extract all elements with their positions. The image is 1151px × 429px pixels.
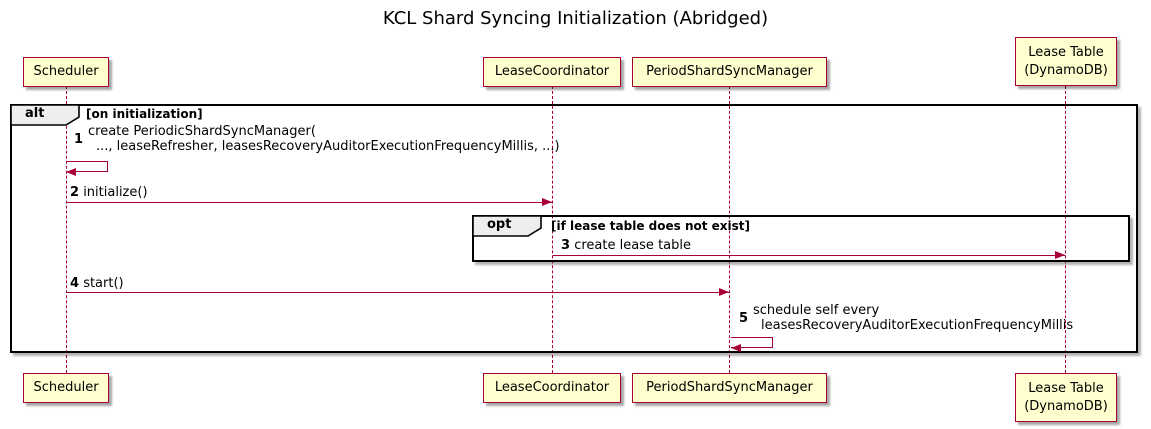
- participant-label: Lease Table: [1028, 44, 1104, 60]
- lifeline-period-shard-sync-manager: [729, 86, 730, 373]
- diagram-title: KCL Shard Syncing Initialization (Abridg…: [382, 8, 769, 29]
- opt-frame-keyword: opt: [487, 217, 512, 232]
- message-4-number: 4: [70, 276, 80, 291]
- message-3-text: 3 create lease table: [561, 238, 691, 253]
- message-5-line1: schedule self every: [753, 303, 880, 318]
- lifeline-scheduler: [65, 86, 67, 373]
- message-2-arrowhead: [542, 198, 552, 206]
- participant-sublabel: (DynamoDB): [1024, 62, 1108, 78]
- message-4-text: 4 start(): [70, 276, 124, 291]
- participant-label: Scheduler: [33, 64, 99, 80]
- message-1-number: 1: [74, 132, 84, 147]
- opt-frame: [472, 215, 1130, 262]
- alt-frame-pentagon: [11, 105, 80, 126]
- participant-label: Scheduler: [33, 380, 99, 396]
- participant-sublabel: (DynamoDB): [1024, 398, 1108, 414]
- message-5-line2: leasesRecoveryAuditorExecutionFrequencyM…: [761, 318, 1074, 333]
- participant-label: LeaseCoordinator: [494, 380, 610, 396]
- lifeline-lease-coordinator: [552, 86, 553, 373]
- message-5-number: 5: [739, 311, 749, 326]
- opt-frame-pentagon: [473, 216, 542, 237]
- participant-top-lease-table: Lease Table (DynamoDB): [1015, 37, 1117, 86]
- message-3-number: 3: [561, 238, 571, 253]
- message-1-arrowhead: [66, 167, 76, 176]
- message-3-arrowhead: [1055, 251, 1065, 259]
- message-4-line: [66, 292, 729, 293]
- participant-bottom-lease-coordinator: LeaseCoordinator: [483, 373, 621, 403]
- message-4-label: start(): [83, 276, 124, 291]
- participant-top-period-shard-sync-manager: PeriodShardSyncManager: [632, 57, 827, 87]
- participant-label: PeriodShardSyncManager: [646, 380, 813, 396]
- opt-frame-condition: [if lease table does not exist]: [551, 219, 751, 233]
- participant-bottom-scheduler: Scheduler: [23, 373, 109, 403]
- message-2-text: 2 initialize(): [70, 185, 148, 200]
- message-1-self-loop: [66, 161, 108, 172]
- message-5-arrowhead: [731, 343, 741, 352]
- message-5-self-loop: [731, 337, 773, 348]
- alt-frame-keyword: alt: [25, 106, 45, 121]
- participant-label: PeriodShardSyncManager: [646, 64, 813, 80]
- alt-frame-condition: [on initialization]: [86, 107, 203, 121]
- message-3-label: create lease table: [574, 238, 691, 253]
- message-4-arrowhead: [719, 288, 729, 296]
- message-2-line: [66, 202, 552, 203]
- message-1-line1: create PeriodicShardSyncManager(: [88, 124, 316, 139]
- participant-top-scheduler: Scheduler: [23, 57, 109, 87]
- participant-bottom-lease-table: Lease Table (DynamoDB): [1015, 373, 1117, 422]
- message-3-line: [553, 255, 1065, 256]
- message-2-number: 2: [70, 185, 80, 200]
- participant-bottom-period-shard-sync-manager: PeriodShardSyncManager: [632, 373, 827, 403]
- participant-label: LeaseCoordinator: [494, 64, 610, 80]
- participant-top-lease-coordinator: LeaseCoordinator: [483, 57, 621, 87]
- message-5-text: schedule self every leasesRecoveryAudito…: [753, 303, 1073, 333]
- message-1-line2: ..., leaseRefresher, leasesRecoveryAudit…: [96, 139, 560, 154]
- lifeline-lease-table: [1065, 86, 1066, 373]
- alt-frame: [10, 104, 1138, 353]
- participant-label: Lease Table: [1028, 380, 1104, 396]
- message-1-text: create PeriodicShardSyncManager( ..., le…: [88, 124, 560, 154]
- message-2-label: initialize(): [83, 185, 148, 200]
